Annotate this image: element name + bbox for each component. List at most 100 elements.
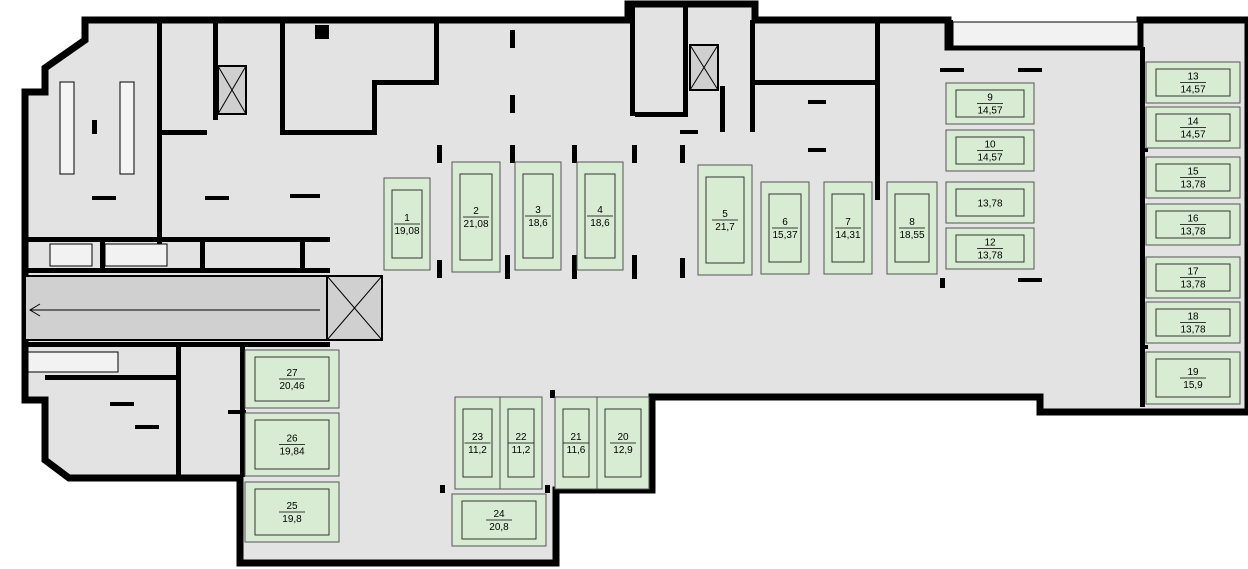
parking-space-marking xyxy=(1155,308,1231,337)
parking-space: 23 11,2 xyxy=(454,396,501,490)
parking-space-number: 24 xyxy=(493,509,505,520)
parking-space-marking xyxy=(955,136,1025,165)
parking-space: 521,7 xyxy=(697,164,753,276)
parking-space-marking xyxy=(831,193,865,263)
parking-space-number: 19 xyxy=(1187,367,1199,378)
parking-space-number: 6 xyxy=(782,217,788,228)
parking-space-marking xyxy=(254,488,330,536)
parking-space: 818,55 xyxy=(886,181,938,275)
parking-space-area: 19,84 xyxy=(279,447,304,458)
parking-space-number: 13 xyxy=(1187,72,1199,83)
parking-space-area: 13,78 xyxy=(1180,180,1205,191)
parking-space-marking xyxy=(705,176,745,264)
parking-space: 26 19,84 xyxy=(244,412,340,477)
parking-space-area: 18,55 xyxy=(899,230,924,241)
parking-space: 119,08 xyxy=(383,177,431,271)
parking-space-area: 19,8 xyxy=(282,514,302,525)
parking-space-number: 3 xyxy=(535,205,541,216)
parking-space-area: 14,57 xyxy=(977,153,1002,164)
parking-space-marking xyxy=(459,173,493,261)
parking-space-marking xyxy=(584,173,616,259)
parking-space-marking xyxy=(1155,263,1231,292)
parking-space-number: 1 xyxy=(404,213,410,224)
parking-space-marking xyxy=(1155,210,1231,239)
parking-space-number: 15 xyxy=(1187,167,1199,178)
parking-space-number: 26 xyxy=(286,434,298,445)
parking-space: 10 14,57 xyxy=(945,129,1035,172)
parking-space-area: 11,6 xyxy=(567,445,586,456)
parking-space-marking xyxy=(604,408,642,478)
parking-space-marking xyxy=(955,234,1025,263)
parking-space-area: 20,8 xyxy=(489,522,509,533)
parking-space-number: 25 xyxy=(286,501,298,512)
parking-space-number: 10 xyxy=(984,140,996,151)
parking-space-number: 20 xyxy=(617,432,629,443)
parking-space-marking xyxy=(955,89,1025,118)
parking-space-area: 14,31 xyxy=(835,230,860,241)
columns xyxy=(437,30,1148,493)
parking-space-area: 15,37 xyxy=(772,230,797,241)
parking-space-number: 27 xyxy=(286,368,298,379)
parking-space: 13 14,57 xyxy=(1145,61,1241,104)
parking-space-number: 23 xyxy=(472,432,484,443)
parking-space-marking xyxy=(522,173,554,259)
parking-space: 914,57 xyxy=(945,82,1035,125)
stairs-elevators xyxy=(27,21,1139,373)
parking-space-area: 19,08 xyxy=(394,226,419,237)
parking-space: 714,31 xyxy=(823,181,873,275)
parking-space-marking xyxy=(768,193,802,263)
parking-space-area: 21,7 xyxy=(715,222,735,233)
parking-space-number: 18 xyxy=(1187,312,1199,323)
parking-space-area: 14,57 xyxy=(977,106,1002,117)
parking-space: 27 20,46 xyxy=(244,349,340,409)
parking-space-number: 8 xyxy=(909,217,915,228)
parking-space: 18 13,78 xyxy=(1145,301,1241,344)
parking-space-marking xyxy=(254,356,330,402)
parking-space-number: 12 xyxy=(984,238,996,249)
parking-space: 19 15,9 xyxy=(1145,351,1241,405)
parking-space-marking xyxy=(894,193,930,263)
parking-space-number: 16 xyxy=(1187,214,1199,225)
parking-space-area: 13,78 xyxy=(977,251,1002,262)
parking-space: 15 13,78 xyxy=(1145,156,1241,199)
parking-space-number: 14 xyxy=(1187,117,1199,128)
parking-space-marking xyxy=(1155,113,1231,142)
parking-space-number: 9 xyxy=(987,93,993,104)
parking-space-marking xyxy=(391,189,423,259)
parking-space-number: 7 xyxy=(845,217,851,228)
parking-space-number: 2 xyxy=(473,206,479,217)
parking-space-area: 15,9 xyxy=(1183,380,1203,391)
parking-space-area: 14,57 xyxy=(1180,130,1205,141)
parking-space: 20 12,9 xyxy=(596,396,650,490)
parking-space-number: 17 xyxy=(1187,267,1199,278)
parking-space-marking xyxy=(461,500,537,540)
parking-space-marking xyxy=(462,408,493,478)
parking-space-area: 13,78 xyxy=(1180,227,1205,238)
parking-space-area: 18,6 xyxy=(528,218,548,229)
parking-space-marking xyxy=(955,188,1025,217)
parking-space-number: 21 xyxy=(570,432,582,443)
parking-space: 14 14,57 xyxy=(1145,106,1241,149)
parking-space-area: 11,2 xyxy=(468,445,487,456)
parking-space: 318,6 xyxy=(514,161,562,271)
parking-space: 418,6 xyxy=(576,161,624,271)
fixtures xyxy=(59,25,329,429)
parking-space: 13,78 xyxy=(945,181,1035,224)
parking-space-area: 20,46 xyxy=(279,381,304,392)
parking-space-area: 13,78 xyxy=(1180,325,1205,336)
parking-space: 615,37 xyxy=(760,181,810,275)
parking-space-number: 22 xyxy=(515,432,527,443)
parking-space: 24 20,8 xyxy=(451,493,547,547)
parking-space-marking xyxy=(1155,358,1231,398)
parking-space-marking xyxy=(1155,163,1231,192)
parking-space-number: 4 xyxy=(597,205,603,216)
parking-space: 25 19,8 xyxy=(244,481,340,543)
parking-space-number: 5 xyxy=(722,209,728,220)
parking-space-area: 12,9 xyxy=(613,445,633,456)
parking-space-area: 14,57 xyxy=(1180,85,1205,96)
parking-space-area: 21,08 xyxy=(463,219,488,230)
parking-space: 16 13,78 xyxy=(1145,203,1241,246)
